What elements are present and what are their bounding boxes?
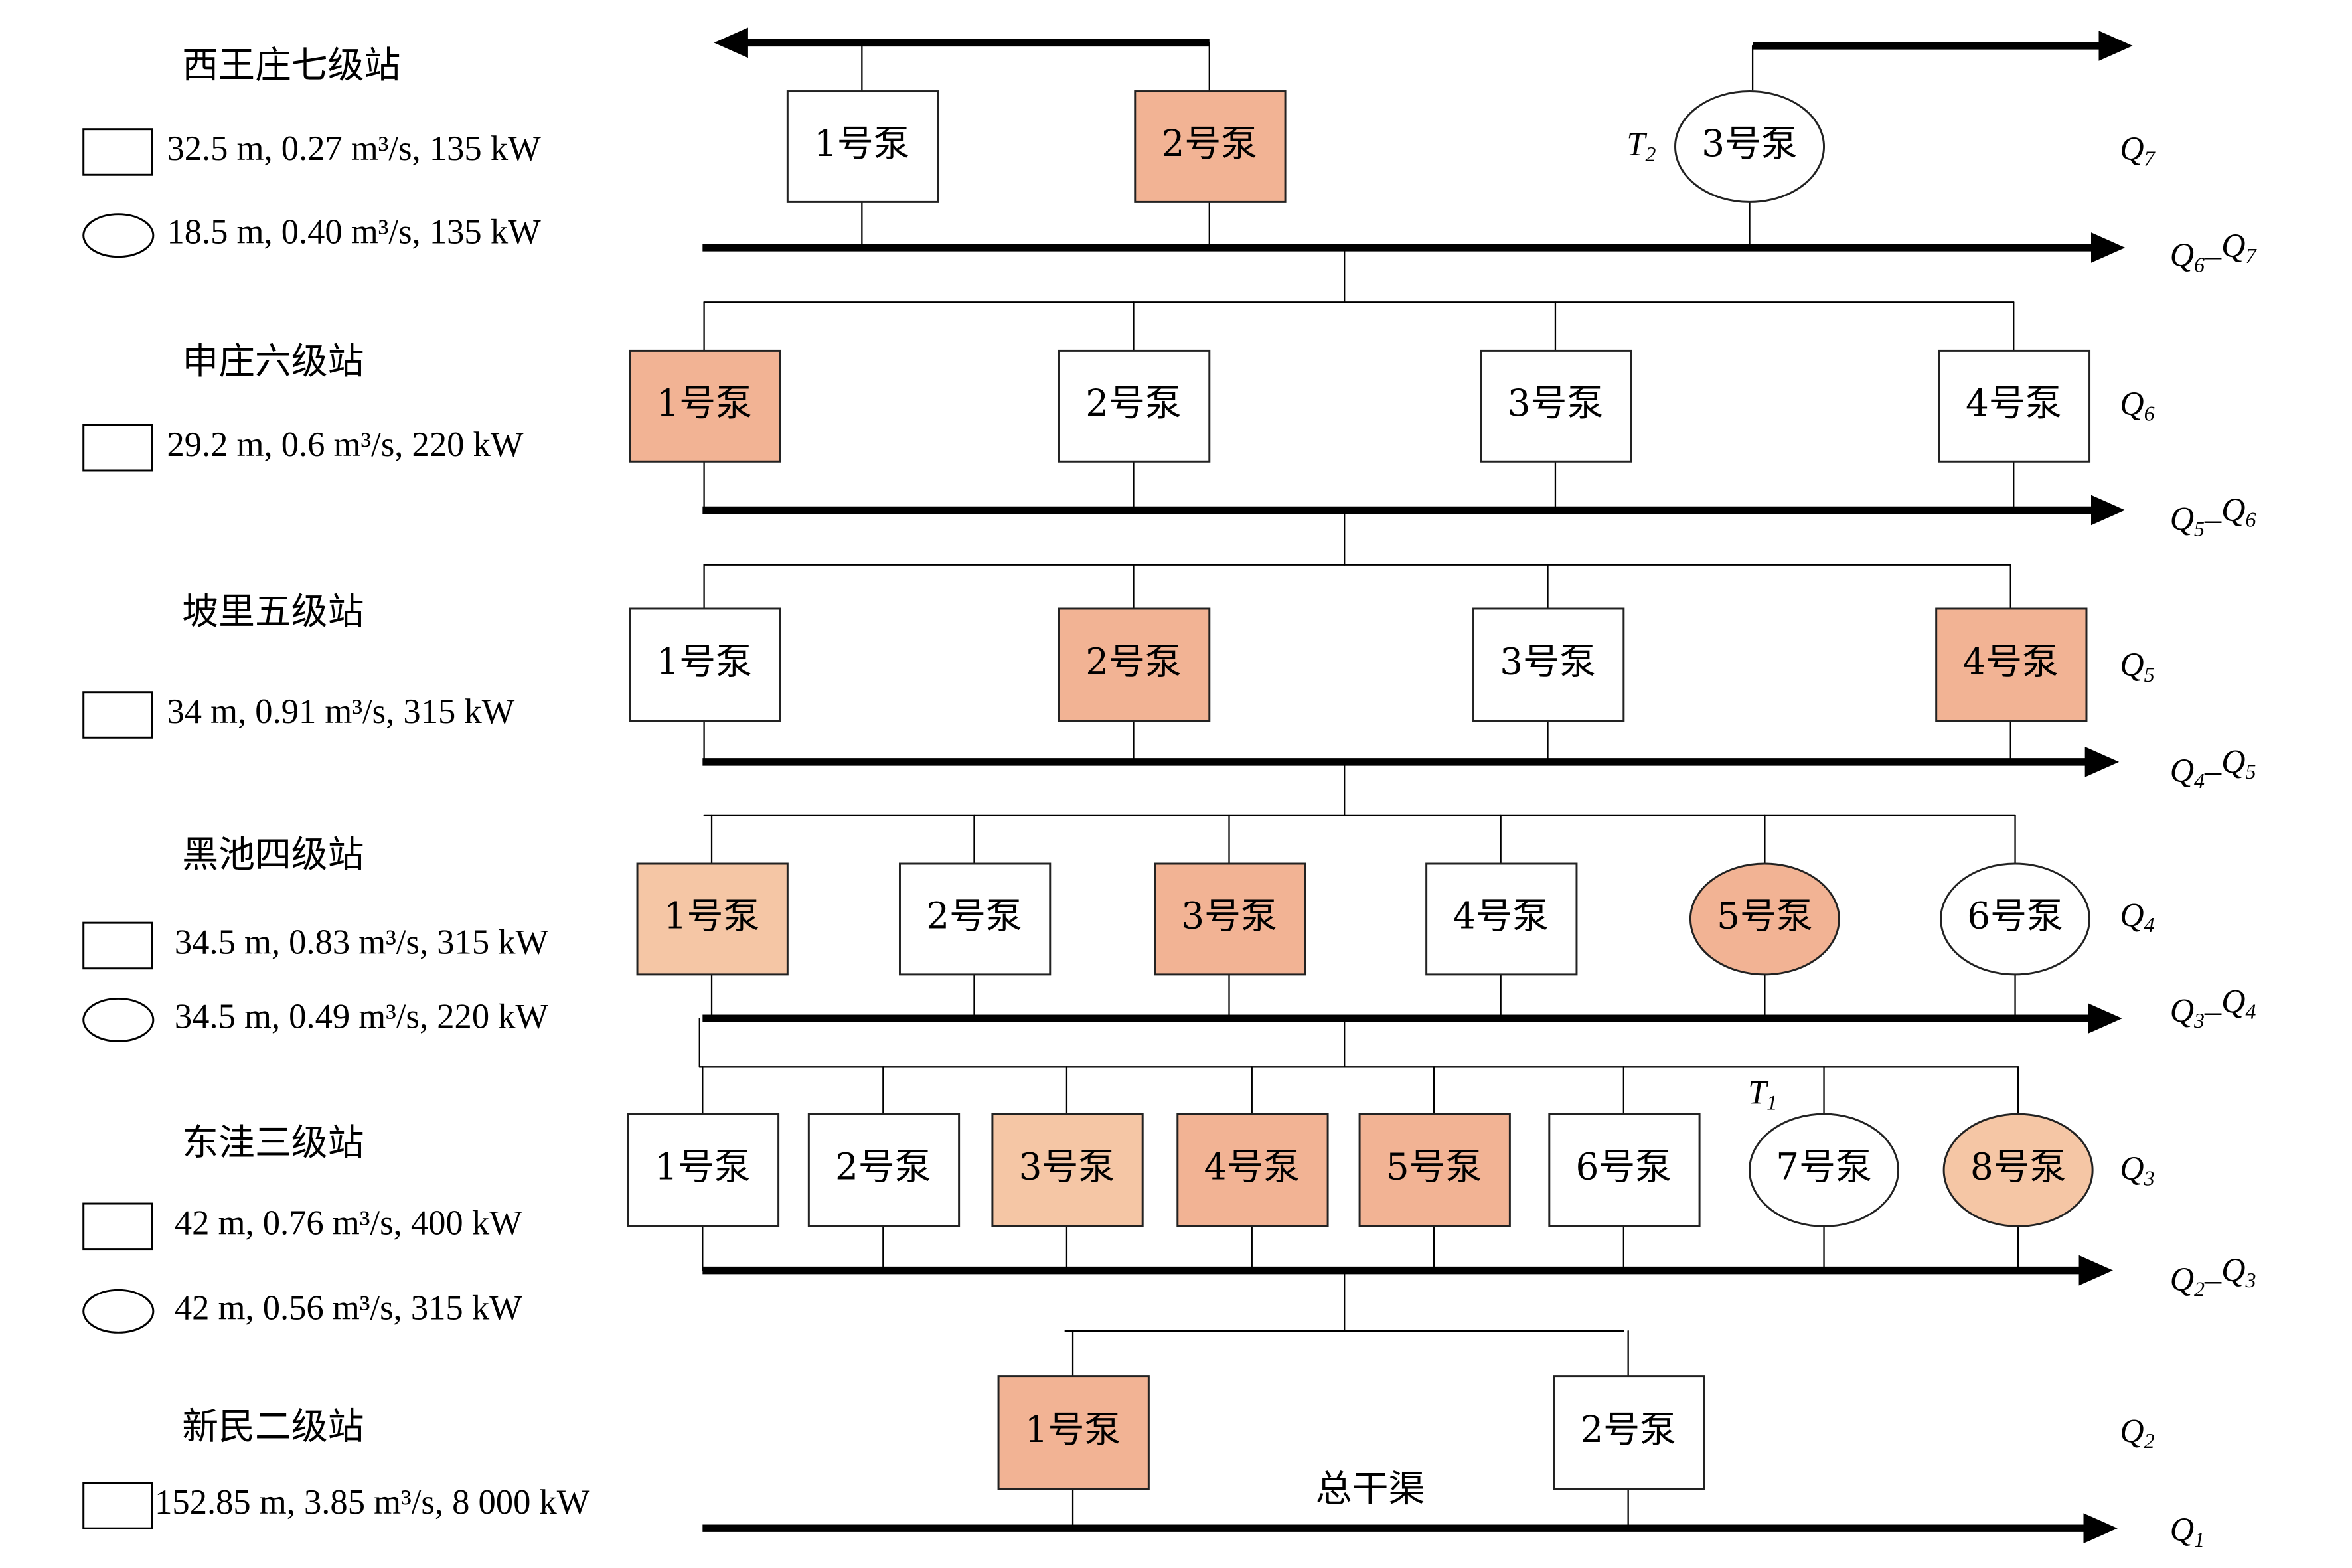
station-name: 黑池四级站 [182, 833, 364, 876]
legend-rect-icon [82, 921, 153, 970]
legend-spec: 34 m, 0.91 m³/s, 315 kW [167, 692, 514, 731]
tag-label: T1 [1748, 1073, 1777, 1115]
legend-spec: 34.5 m, 0.83 m³/s, 315 kW [175, 923, 549, 962]
pump-label: 2号泵 [1580, 1408, 1676, 1450]
pump-label: 8号泵 [1970, 1146, 2067, 1188]
legend-spec: 18.5 m, 0.40 m³/s, 135 kW [167, 213, 541, 252]
station-name: 西王庄七级站 [182, 44, 400, 86]
pump-rect [1134, 90, 1287, 203]
inflow-label: Q4 [2120, 896, 2154, 937]
pump-ellipse [1674, 90, 1826, 203]
pump-rect [1935, 607, 2088, 722]
inflow-label: Q6 [2120, 385, 2154, 426]
pump-label: 3号泵 [1019, 1146, 1115, 1188]
pump-rect [997, 1375, 1150, 1490]
outflow-label: Q4–Q5 [2170, 743, 2256, 793]
pump-label: 4号泵 [1966, 382, 2062, 424]
tag-label: T2 [1626, 125, 1656, 167]
pump-label: 2号泵 [1085, 382, 1182, 424]
pump-rect [629, 607, 781, 722]
pump-label: 6号泵 [1576, 1146, 1672, 1188]
legend-spec: 32.5 m, 0.27 m³/s, 135 kW [167, 129, 541, 168]
outflow-label: Q5–Q6 [2170, 491, 2256, 541]
canal-label: 总干渠 [1316, 1467, 1425, 1510]
legend-spec: 34.5 m, 0.49 m³/s, 220 kW [175, 998, 549, 1036]
legend-rect-icon [82, 128, 153, 176]
pump-rect [636, 862, 789, 976]
pump-rect [898, 862, 1052, 976]
pump-rect [629, 349, 781, 463]
pump-rect [1425, 862, 1578, 976]
pump-rect [1938, 349, 2091, 463]
pump-label: 1号泵 [656, 641, 752, 683]
pump-rect [991, 1113, 1144, 1227]
pump-label: 2号泵 [926, 894, 1022, 937]
pump-rect [627, 1113, 780, 1227]
pump-label: 3号泵 [1500, 641, 1596, 683]
pump-label: 6号泵 [1967, 894, 2063, 937]
legend-spec: 42 m, 0.56 m³/s, 315 kW [175, 1289, 522, 1327]
inflow-label: Q2 [2120, 1412, 2154, 1453]
pump-rect [807, 1113, 961, 1227]
outflow-label: Q3–Q4 [2170, 982, 2256, 1032]
station-name: 东洼三级站 [182, 1121, 364, 1164]
pump-label: 5号泵 [1386, 1146, 1482, 1188]
pump-rect [786, 90, 939, 203]
pump-ellipse [1749, 1113, 1900, 1227]
pump-rect [1176, 1113, 1329, 1227]
legend-ellipse-icon [82, 1289, 155, 1334]
pump-rect [1358, 1113, 1511, 1227]
pump-label: 4号泵 [1452, 894, 1549, 937]
pump-rect [1058, 349, 1211, 463]
outflow-label: Q2–Q3 [2170, 1251, 2256, 1301]
legend-rect-icon [82, 1202, 153, 1251]
legend-rect-icon [82, 424, 153, 472]
legend-spec: 152.85 m, 3.85 m³/s, 8 000 kW [155, 1483, 590, 1522]
pump-label: 5号泵 [1717, 894, 1813, 937]
outflow-label: Q6–Q7 [2170, 227, 2258, 277]
pump-rect [1480, 349, 1632, 463]
pump-rect [1472, 607, 1625, 722]
station-name: 坡里五级站 [182, 590, 364, 633]
legend-spec: 29.2 m, 0.6 m³/s, 220 kW [167, 426, 523, 464]
pump-rect [1553, 1375, 1705, 1490]
pump-label: 3号泵 [1701, 122, 1798, 165]
pump-ellipse [1689, 862, 1840, 976]
inflow-label: Q3 [2120, 1150, 2154, 1191]
pump-ellipse [1942, 1113, 2094, 1227]
inflow-label: Q5 [2120, 646, 2154, 687]
pump-label: 1号泵 [814, 122, 910, 165]
station-name: 申庄六级站 [182, 340, 364, 382]
legend-spec: 42 m, 0.76 m³/s, 400 kW [175, 1204, 522, 1242]
pump-label: 4号泵 [1204, 1146, 1300, 1188]
legend-rect-icon [82, 691, 153, 739]
inflow-label: Q7 [2120, 129, 2156, 171]
pump-label: 2号泵 [1161, 122, 1257, 165]
pump-label: 1号泵 [656, 382, 752, 424]
station-name: 新民二级站 [182, 1405, 364, 1448]
pump-rect [1154, 862, 1306, 976]
pump-ellipse [1940, 862, 2091, 976]
pump-label: 3号泵 [1508, 382, 1604, 424]
pump-label: 1号泵 [664, 894, 760, 937]
pump-label: 1号泵 [1025, 1408, 1121, 1450]
outflow-label: Q1 [2170, 1511, 2205, 1552]
legend-ellipse-icon [82, 213, 155, 258]
pump-label: 2号泵 [835, 1146, 931, 1188]
pump-rect [1548, 1113, 1701, 1227]
pump-label: 7号泵 [1776, 1146, 1872, 1188]
legend-ellipse-icon [82, 997, 155, 1042]
pump-label: 3号泵 [1181, 894, 1277, 937]
pump-label: 1号泵 [655, 1146, 751, 1188]
pump-label: 4号泵 [1962, 641, 2059, 683]
pump-rect [1058, 607, 1211, 722]
pump-label: 2号泵 [1085, 641, 1182, 683]
legend-rect-icon [82, 1482, 153, 1529]
